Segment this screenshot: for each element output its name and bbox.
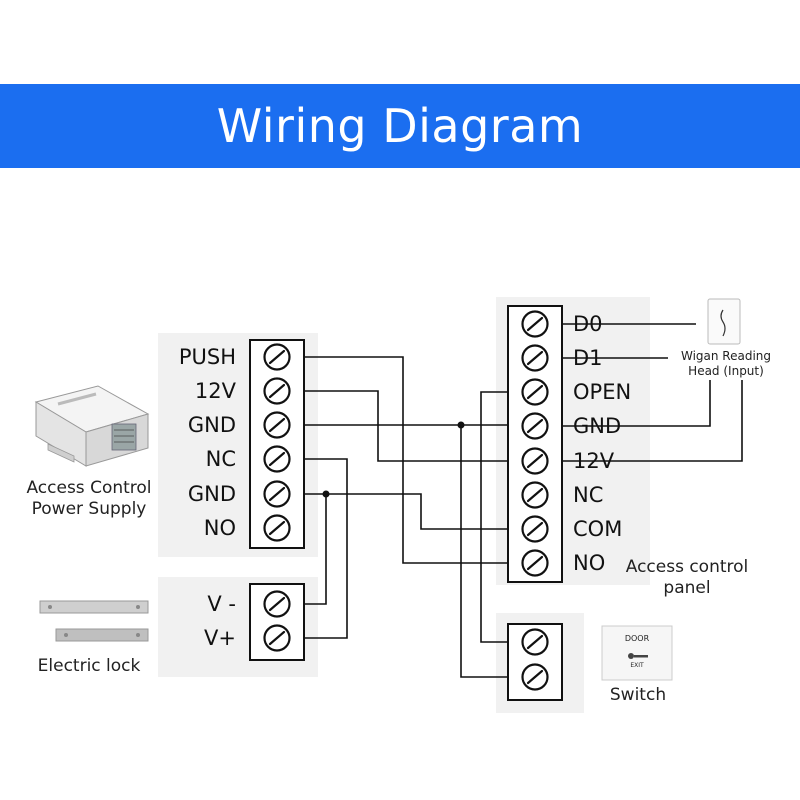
screw-switch-1: [521, 628, 549, 656]
junction-gnd: [457, 421, 465, 429]
terminal-label-open: OPEN: [573, 380, 632, 404]
screw-gnd-1: [263, 411, 291, 439]
screw-panel-gnd: [521, 412, 549, 440]
screw-push: [263, 343, 291, 371]
power-supply-caption: Access Control Power Supply: [14, 478, 164, 520]
electric-lock-caption: Electric lock: [37, 656, 141, 676]
reader-caption-line1: Wigan Reading: [680, 349, 772, 363]
access-panel-caption-line1: Access control: [625, 557, 749, 577]
terminal-label-d0: D0: [573, 312, 603, 336]
screw-d1: [521, 344, 549, 372]
exit-plate-exit-text: EXIT: [630, 662, 644, 669]
exit-plate-door-text: DOOR: [624, 634, 650, 643]
wire-push-to-no: [304, 356, 508, 564]
page-title: Wiring Diagram: [216, 99, 584, 153]
terminal-label-gnd-2: GND: [187, 482, 236, 506]
terminal-label-panel-gnd: GND: [573, 414, 622, 438]
exit-switch-icon: [601, 625, 673, 681]
screw-12v: [263, 377, 291, 405]
power-supply-terminal-block: [249, 339, 305, 549]
screw-d0: [521, 310, 549, 338]
screw-com: [521, 515, 549, 543]
terminal-label-nc: NC: [205, 447, 236, 471]
terminal-label-no: NO: [203, 516, 236, 540]
terminal-label-v-minus: V -: [207, 592, 236, 616]
electric-lock-icon: [39, 600, 149, 642]
power-supply-caption-line1: Access Control: [26, 478, 152, 498]
junction-gnd-2: [322, 490, 330, 498]
wire-12v-reader: [562, 380, 743, 462]
terminal-label-panel-nc: NC: [573, 483, 604, 507]
terminal-label-com: COM: [573, 517, 623, 541]
screw-v-plus: [263, 624, 291, 652]
screw-switch-2: [521, 663, 549, 691]
screw-no: [263, 514, 291, 542]
reader-caption: Wigan Reading Head (Input): [668, 349, 784, 379]
terminal-label-panel-no: NO: [573, 551, 606, 575]
screw-panel-nc: [521, 481, 549, 509]
screw-open: [521, 378, 549, 406]
title-banner: Wiring Diagram: [0, 84, 800, 168]
wire-gnd-reader: [562, 380, 711, 427]
screw-panel-no: [521, 549, 549, 577]
switch-caption: Switch: [609, 685, 667, 705]
terminal-label-12v: 12V: [194, 379, 236, 403]
wire-12v-to-12v: [304, 390, 508, 462]
access-panel-caption-line2: panel: [663, 578, 711, 598]
terminal-label-gnd-1: GND: [187, 413, 236, 437]
screw-panel-12v: [521, 447, 549, 475]
wire-nc-to-vplus: [304, 458, 348, 639]
screw-nc: [263, 445, 291, 473]
wires: [304, 323, 743, 678]
wire-gnd-to-vminus: [304, 493, 327, 605]
terminal-label-panel-12v: 12V: [573, 449, 615, 473]
terminal-label-v-plus: V+: [204, 626, 236, 650]
screw-gnd-2: [263, 480, 291, 508]
terminal-label-push: PUSH: [178, 345, 236, 369]
access-panel-caption: Access control panel: [612, 557, 762, 599]
power-supply-caption-line2: Power Supply: [31, 499, 147, 519]
wire-gnd-to-switch: [460, 425, 508, 678]
screw-v-minus: [263, 590, 291, 618]
wire-gnd-to-com: [326, 493, 508, 530]
reader-caption-line2: Head (Input): [688, 364, 764, 378]
power-supply-icon: [34, 385, 150, 467]
wire-open-to-switch: [480, 391, 508, 643]
terminal-label-d1: D1: [573, 346, 603, 370]
card-reader-icon: [707, 298, 741, 345]
